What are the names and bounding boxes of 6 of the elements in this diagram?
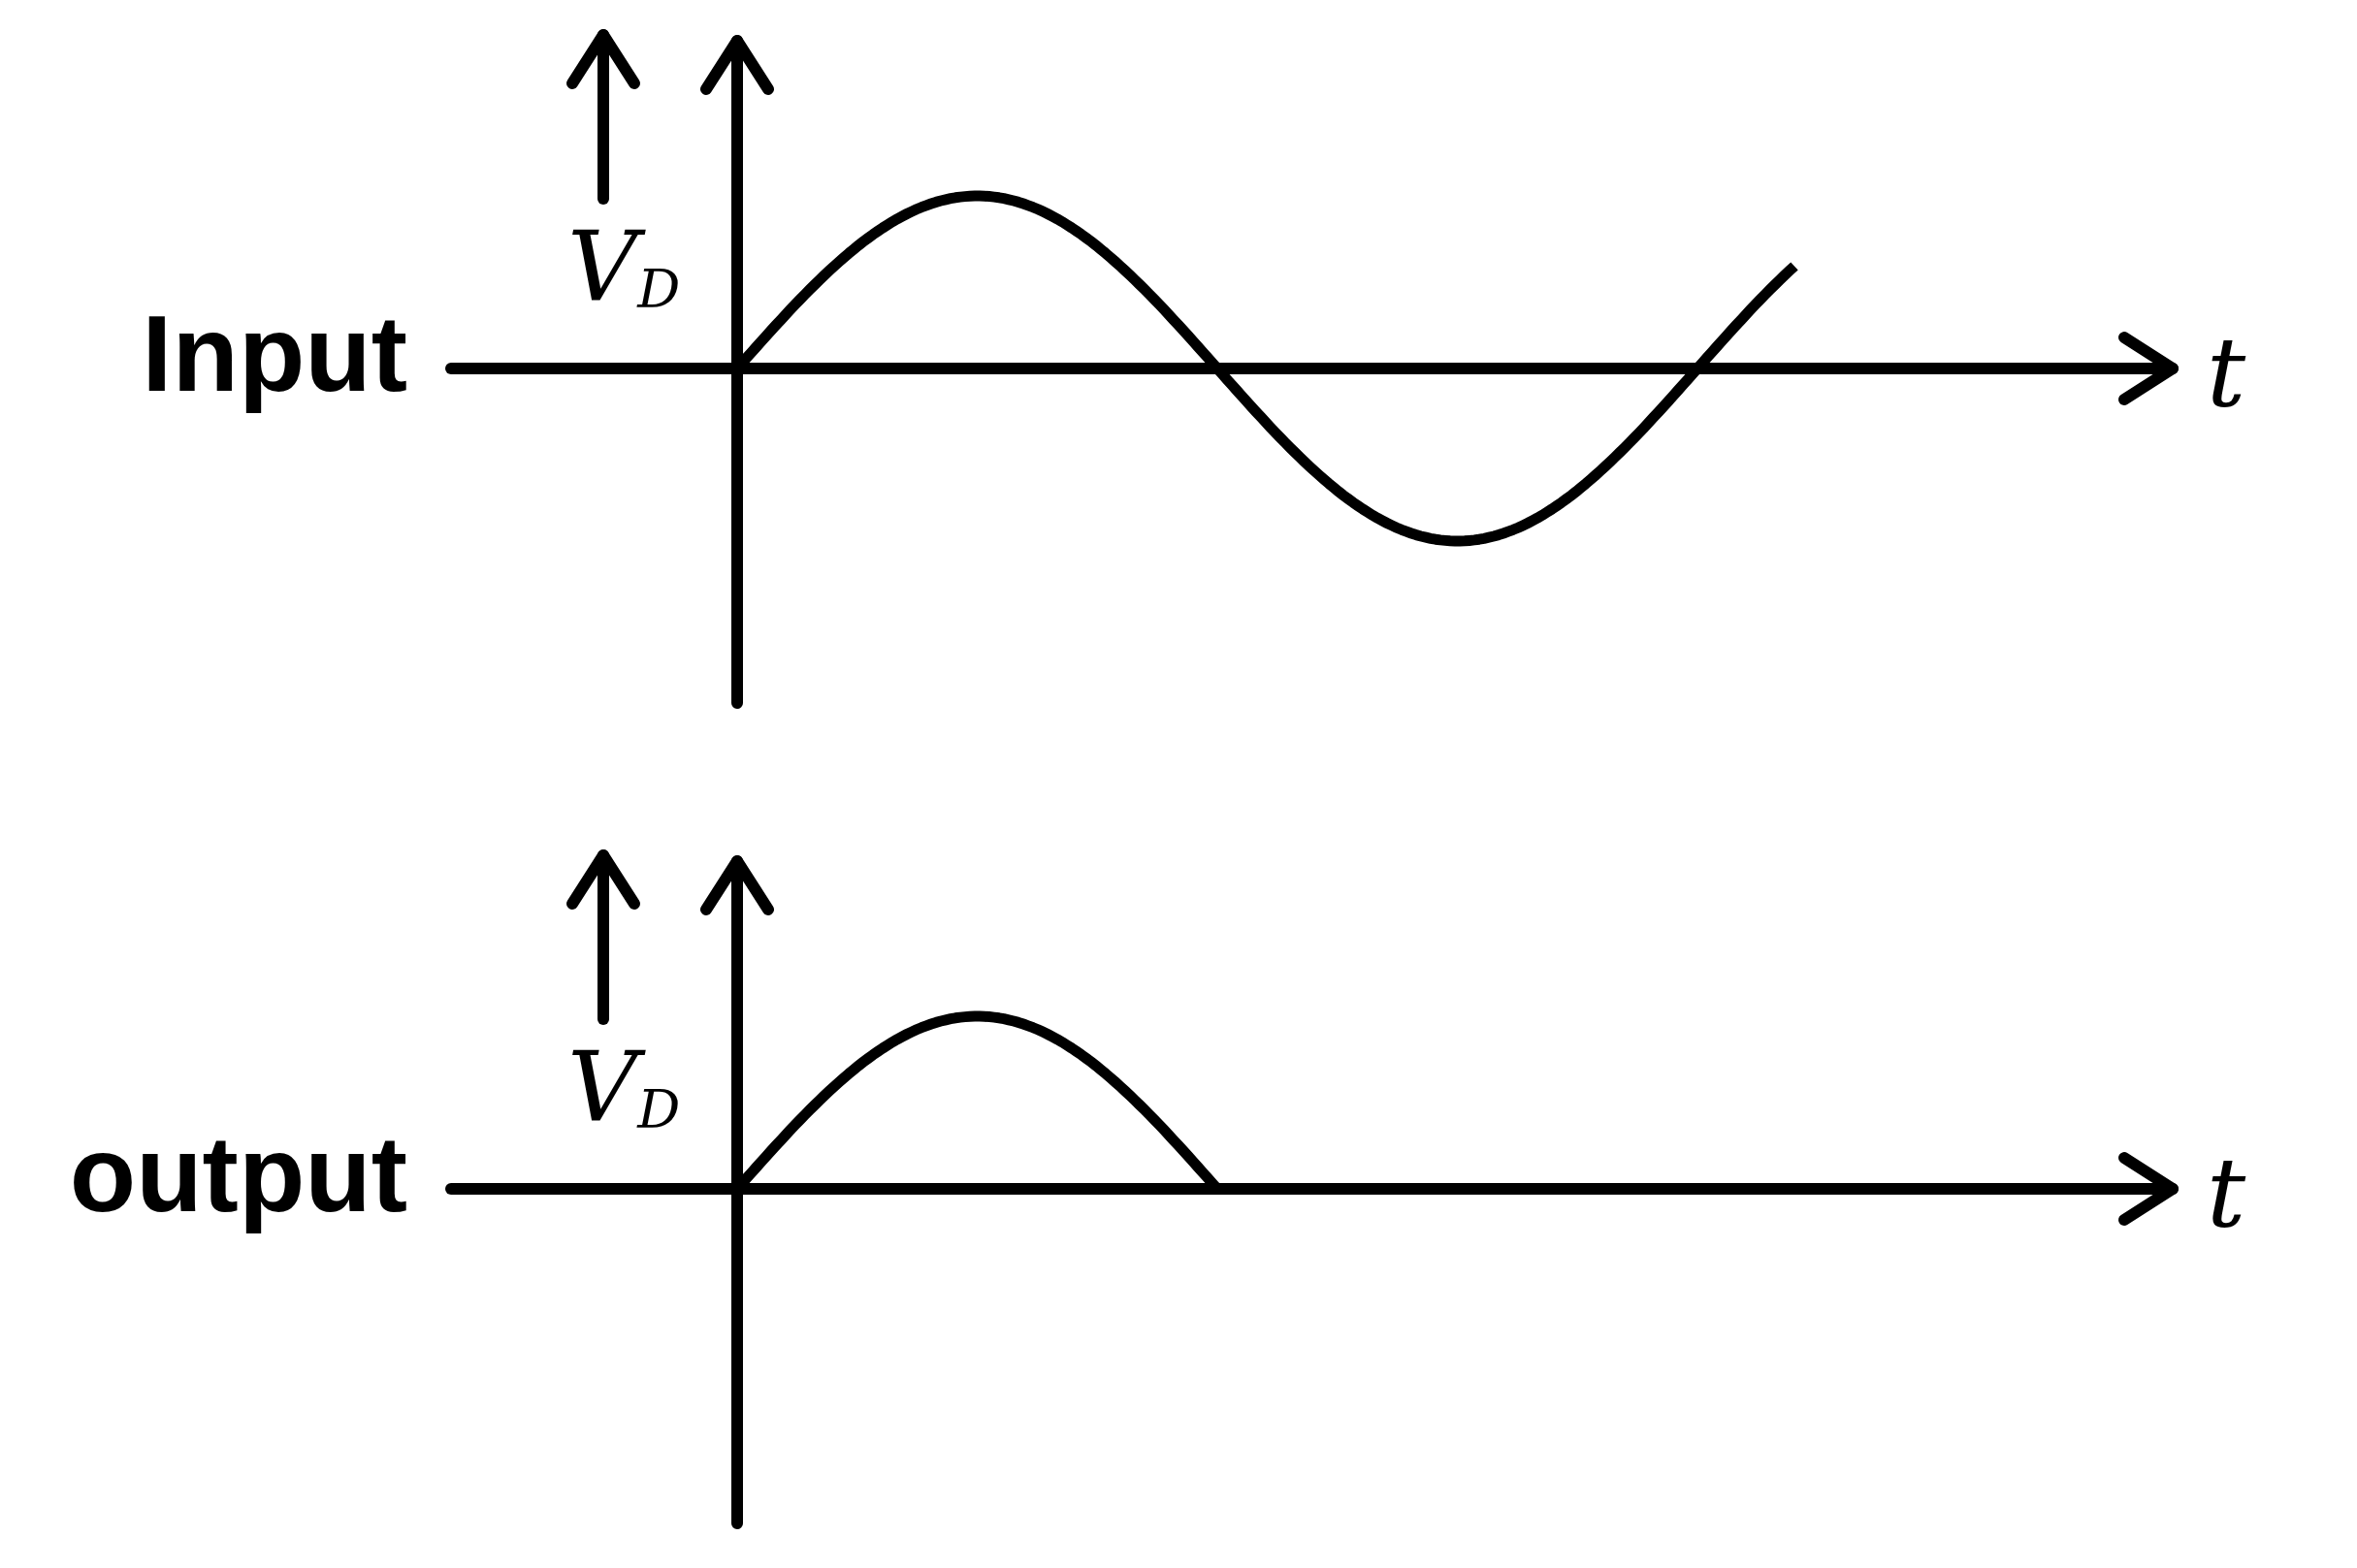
voltage-label: V$_{D}$ [567, 218, 681, 317]
time-label: t [2207, 325, 2246, 422]
time-label: t [2207, 1145, 2246, 1242]
signal-label: Input [142, 292, 407, 416]
voltage-label: V$_{D}$ [567, 1039, 681, 1137]
signal-label: output [69, 1112, 407, 1236]
